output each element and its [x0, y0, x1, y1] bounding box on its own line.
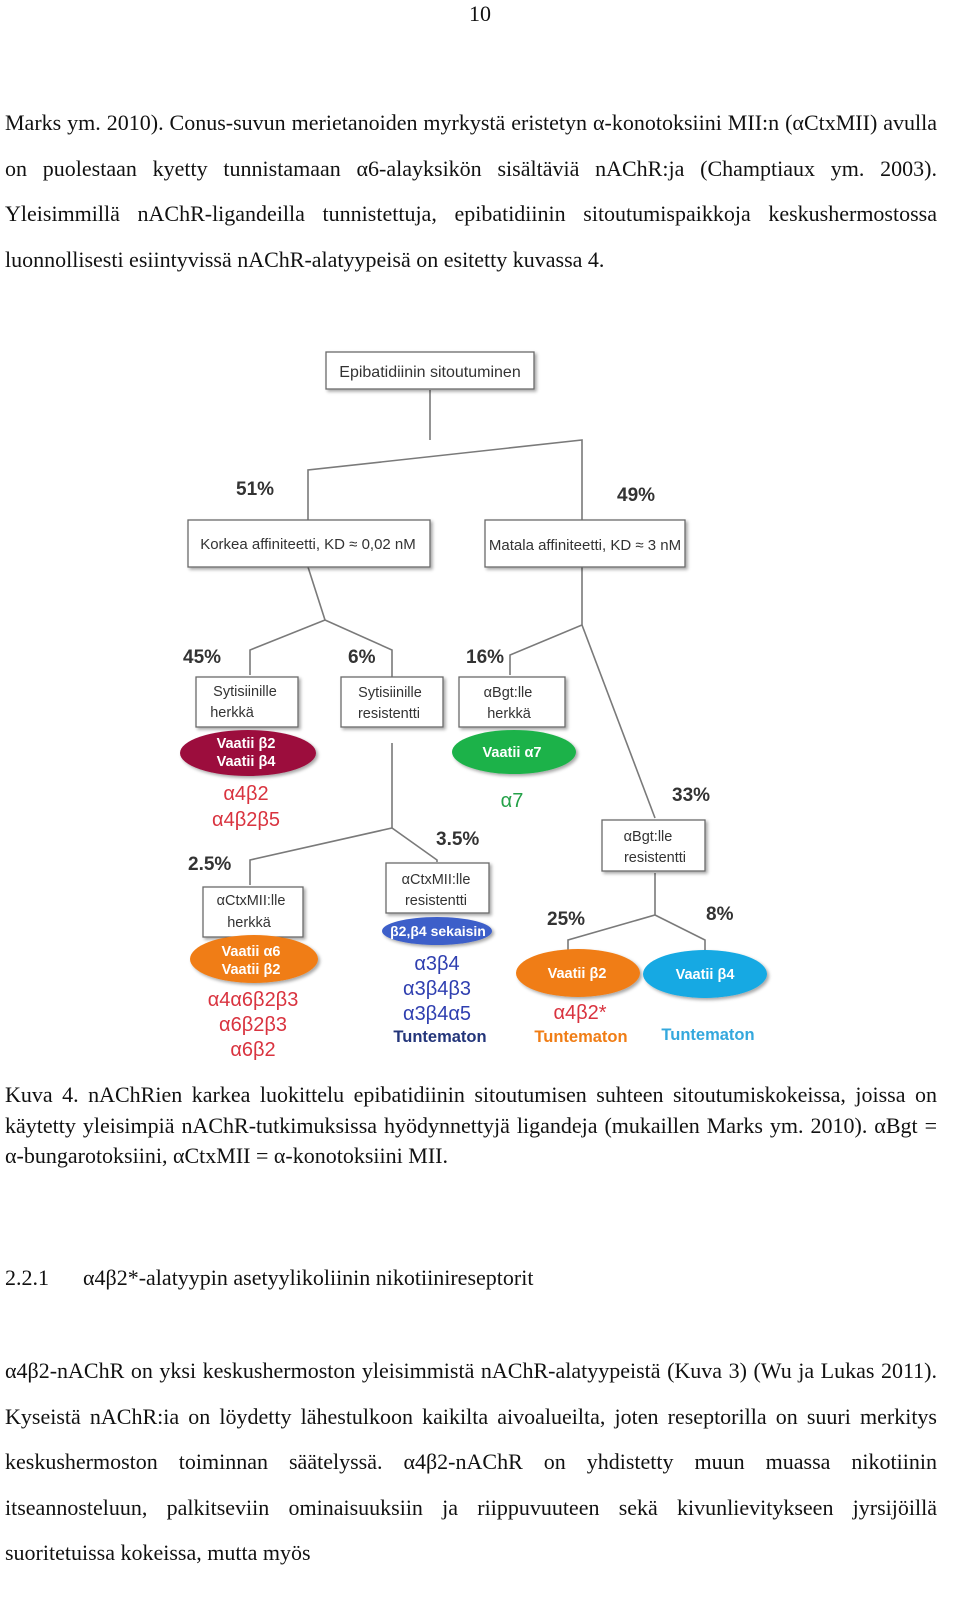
root-label: Epibatidiinin sitoutuminen — [339, 364, 520, 381]
requires-b4-label: Vaatii β4 — [676, 967, 735, 983]
pct-abgt-resistant: 33% — [672, 785, 710, 806]
epibatidine-binding-diagram: Epibatidiinin sitoutuminen Korkea affini… — [180, 351, 767, 1061]
abgt-sensitive-line1: αBgt:lle — [484, 685, 533, 701]
section-heading: 2.2.1 α4β2*-alatyypin asetyylikoliinin ni… — [5, 1264, 533, 1292]
pct-requires-b4: 8% — [706, 904, 734, 925]
ctx-resistant-line2: resistentti — [405, 893, 467, 909]
section-number: 2.2.1 — [5, 1265, 49, 1290]
body-paragraph-1: Marks ym. 2010). Conus-suvun merietanoid… — [5, 110, 937, 272]
cytisine-sensitive-line1: Sytisiinille — [213, 684, 277, 700]
abgt-resistant-box — [601, 819, 706, 872]
unknown-requires-b2: Tuntematon — [534, 1028, 627, 1046]
pct-abgt-sensitive: 16% — [466, 647, 504, 668]
pct-cytisine-resistant: 6% — [348, 647, 376, 668]
section-title: α4β2*-alatyypin asetyylikoliinin nikotii… — [83, 1265, 534, 1290]
requires-a6-b2-ellipse — [190, 935, 318, 983]
cytisine-resistant-line1: Sytisiinille — [358, 685, 422, 701]
cytisine-sensitive-line2: herkkä — [210, 705, 254, 721]
low-affinity-label: Matala affiniteetti, KD ≈ 3 nM — [489, 537, 681, 554]
subtype-a3b4: α3β4 — [414, 953, 459, 975]
tree-connectors — [249, 390, 706, 955]
requires-a7-ellipse — [452, 730, 576, 774]
b2-b4-mixed-label: β2,β4 sekaisin — [390, 923, 486, 939]
subtype-a4b2-star: α4β2* — [553, 1002, 606, 1024]
subtype-a4b2: α4β2 — [223, 783, 268, 805]
requires-b2-b4-ellipse — [180, 730, 316, 776]
subtype-a4a6b2b3: α4α6β2β3 — [208, 989, 299, 1011]
subtype-a3b4a5: α3β4α5 — [403, 1003, 471, 1025]
cytisine-resistant-box — [340, 676, 444, 728]
requires-a6-b2-line2: Vaatii β2 — [222, 962, 281, 978]
unknown-requires-b4: Tuntematon — [661, 1026, 754, 1044]
ctx-resistant-line1: αCtxMII:lle — [402, 872, 471, 888]
requires-b2-ellipse — [516, 949, 640, 997]
subtype-a7: α7 — [501, 790, 524, 812]
cytisine-resistant-line2: resistentti — [358, 706, 420, 722]
root-box — [325, 351, 535, 390]
pct-ctx-sensitive: 2.5% — [188, 854, 231, 875]
requires-a7-label: Vaatii α7 — [483, 745, 542, 761]
unknown-ctx-resistant: Tuntematon — [393, 1028, 486, 1046]
requires-b2-label: Vaatii β2 — [548, 966, 607, 982]
ctx-sensitive-line1: αCtxMII:lle — [217, 893, 286, 909]
abgt-resistant-line2: resistentti — [624, 850, 686, 866]
abgt-sensitive-line2: herkkä — [487, 706, 531, 722]
ctx-sensitive-line2: herkkä — [227, 915, 271, 931]
requires-b2-b4-line2: Vaatii β4 — [217, 754, 276, 770]
abgt-resistant-line1: αBgt:lle — [624, 829, 673, 845]
body-paragraph-2: α4β2-nAChR on yksi keskushermoston yleis… — [5, 1358, 937, 1566]
subtype-a4b2b5: α4β2β5 — [212, 809, 280, 831]
requires-b4-ellipse — [643, 950, 767, 998]
subtype-a6b2: α6β2 — [230, 1039, 275, 1061]
b2-b4-mixed-ellipse — [382, 917, 492, 945]
subtype-a3b4b3: α3β4β3 — [403, 978, 471, 1000]
pct-high: 51% — [236, 479, 274, 500]
cytisine-sensitive-box — [195, 676, 299, 728]
pct-cytisine-sensitive: 45% — [183, 647, 221, 668]
subtype-a6b2b3: α6β2β3 — [219, 1014, 287, 1036]
ctx-resistant-box — [385, 862, 490, 914]
pct-requires-b2: 25% — [547, 909, 585, 930]
abgt-sensitive-box — [458, 676, 566, 728]
low-affinity-box — [484, 519, 686, 568]
page-number: 10 — [469, 1, 491, 26]
requires-a6-b2-line1: Vaatii α6 — [222, 944, 281, 960]
high-affinity-label: Korkea affiniteetti, KD ≈ 0,02 nM — [200, 536, 416, 553]
figure-caption: Kuva 4. nAChRien karkea luokittelu epiba… — [5, 1082, 937, 1168]
high-affinity-box — [187, 519, 431, 568]
pct-ctx-resistant: 3.5% — [436, 829, 479, 850]
pct-low: 49% — [617, 485, 655, 506]
requires-b2-b4-line1: Vaatii β2 — [217, 736, 276, 752]
